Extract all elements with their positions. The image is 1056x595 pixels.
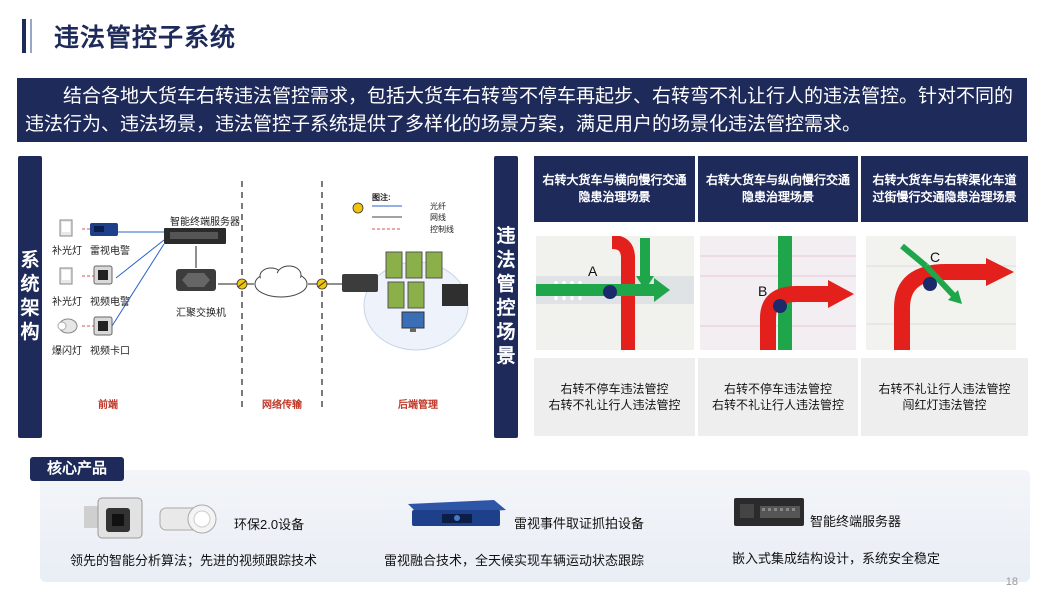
network-cloud-icon (254, 265, 308, 298)
scene-3-diagram: C (866, 236, 1016, 350)
scene-2-marker: B (758, 283, 767, 299)
legend-fiber: 光纤 (430, 202, 446, 211)
architecture-svg (57, 181, 469, 411)
product-1-name: 环保2.0设备 (234, 517, 305, 532)
product-2-image (402, 496, 508, 532)
label-video-checkpoint: 视频卡口 (90, 346, 130, 357)
label-video-camera: 视频电警 (90, 297, 130, 308)
scene-3-description: 右转不礼让行人违法管控 闯红灯违法管控 (861, 358, 1028, 436)
title-accent-bar-light (30, 19, 32, 53)
edge-server-product-icon (734, 498, 804, 526)
scene-1-line-2: 右转不礼让行人违法管控 (548, 398, 681, 412)
scene-3-line-2: 闯红灯违法管控 (902, 398, 987, 412)
zone-backend-label: 后端管理 (398, 400, 438, 411)
intro-paragraph: 结合各地大货车右转违法管控需求，包括大货车右转弯不停车再起步、右转弯不礼让行人的… (17, 78, 1027, 142)
backend-storage-icon (442, 284, 468, 306)
legend-control: 控制线 (430, 225, 454, 234)
scene-1-line-1: 右转不停车违法管控 (560, 382, 669, 396)
backend-monitor-icon (401, 311, 425, 332)
radar-camera-icon (90, 223, 118, 236)
scene-1-heading: 右转大货车与横向慢行交通隐患治理场景 (534, 156, 695, 222)
product-2-name: 雷视事件取证抓拍设备 (514, 516, 645, 531)
flash-light-product-icon (159, 504, 217, 534)
core-products-tab: 核心产品 (30, 457, 124, 481)
edge-server-icon (164, 228, 226, 244)
scene-2-description: 右转不停车违法管控 右转不礼让行人违法管控 (698, 358, 858, 436)
legend-network: 网线 (430, 213, 446, 222)
eco-camera-icon (84, 497, 143, 539)
legend-title: 图注: (372, 193, 391, 202)
page-number: 18 (1005, 576, 1018, 588)
fill-light-2-icon (59, 267, 73, 285)
switch-icon (176, 269, 216, 291)
scene-1-marker: A (588, 263, 598, 279)
architecture-diagram: 补光灯 雷视电警 补光灯 视频电警 爆闪灯 视频卡口 智能终端服务器 汇聚交换机… (46, 156, 486, 436)
scene-3-line-1: 右转不礼让行人违法管控 (878, 382, 1011, 396)
label-flash-light: 爆闪灯 (52, 346, 82, 357)
architecture-tab-label: 系统架构 (20, 250, 40, 343)
scene-1-description: 右转不停车违法管控 右转不礼让行人违法管控 (534, 358, 695, 436)
label-edge-server: 智能终端服务器 (170, 217, 240, 228)
architecture-tab: 系统架构 (18, 156, 42, 438)
scene-2-heading: 右转大货车与纵向慢行交通隐患治理场景 (698, 156, 858, 222)
product-2-desc: 雷视融合技术，全天候实现车辆运动状态跟踪 (384, 553, 645, 568)
label-switch: 汇聚交换机 (176, 308, 226, 319)
label-fill-light-1: 补光灯 (52, 246, 82, 257)
backend-servers-icon (385, 251, 443, 309)
product-3-name: 智能终端服务器 (810, 514, 902, 529)
product-1-desc: 领先的智能分析算法；先进的视频跟踪技术 (70, 553, 318, 568)
fill-light-1-icon (59, 219, 73, 237)
scene-1-diagram: A (536, 236, 694, 350)
video-camera-icon (93, 265, 113, 285)
label-fill-light-2: 补光灯 (52, 297, 82, 308)
scenes-tab-label: 违法管控场景 (496, 226, 516, 367)
zone-front-label: 前端 (98, 400, 118, 411)
page-title: 违法管控子系统 (54, 24, 237, 52)
title-accent-bar (22, 19, 26, 53)
product-3-desc: 嵌入式集成结构设计，系统安全稳定 (732, 551, 941, 566)
zone-network-label: 网络传输 (262, 400, 302, 411)
scene-3-heading: 右转大货车与右转渠化车道过街慢行交通隐患治理场景 (861, 156, 1028, 222)
product-3-image (732, 496, 806, 528)
scene-2-line-2: 右转不礼让行人违法管控 (711, 398, 844, 412)
scene-2-line-1: 右转不停车违法管控 (723, 382, 832, 396)
scenes-tab: 违法管控场景 (494, 156, 518, 438)
scene-2-diagram: B (700, 236, 856, 350)
label-radar-camera: 雷视电警 (90, 246, 130, 257)
radar-video-device-icon (408, 500, 506, 526)
video-checkpoint-icon (93, 316, 113, 336)
flash-light-icon (57, 318, 78, 334)
product-1-image (78, 492, 228, 542)
backend-switch-icon (342, 274, 378, 292)
scene-3-marker: C (930, 249, 940, 265)
